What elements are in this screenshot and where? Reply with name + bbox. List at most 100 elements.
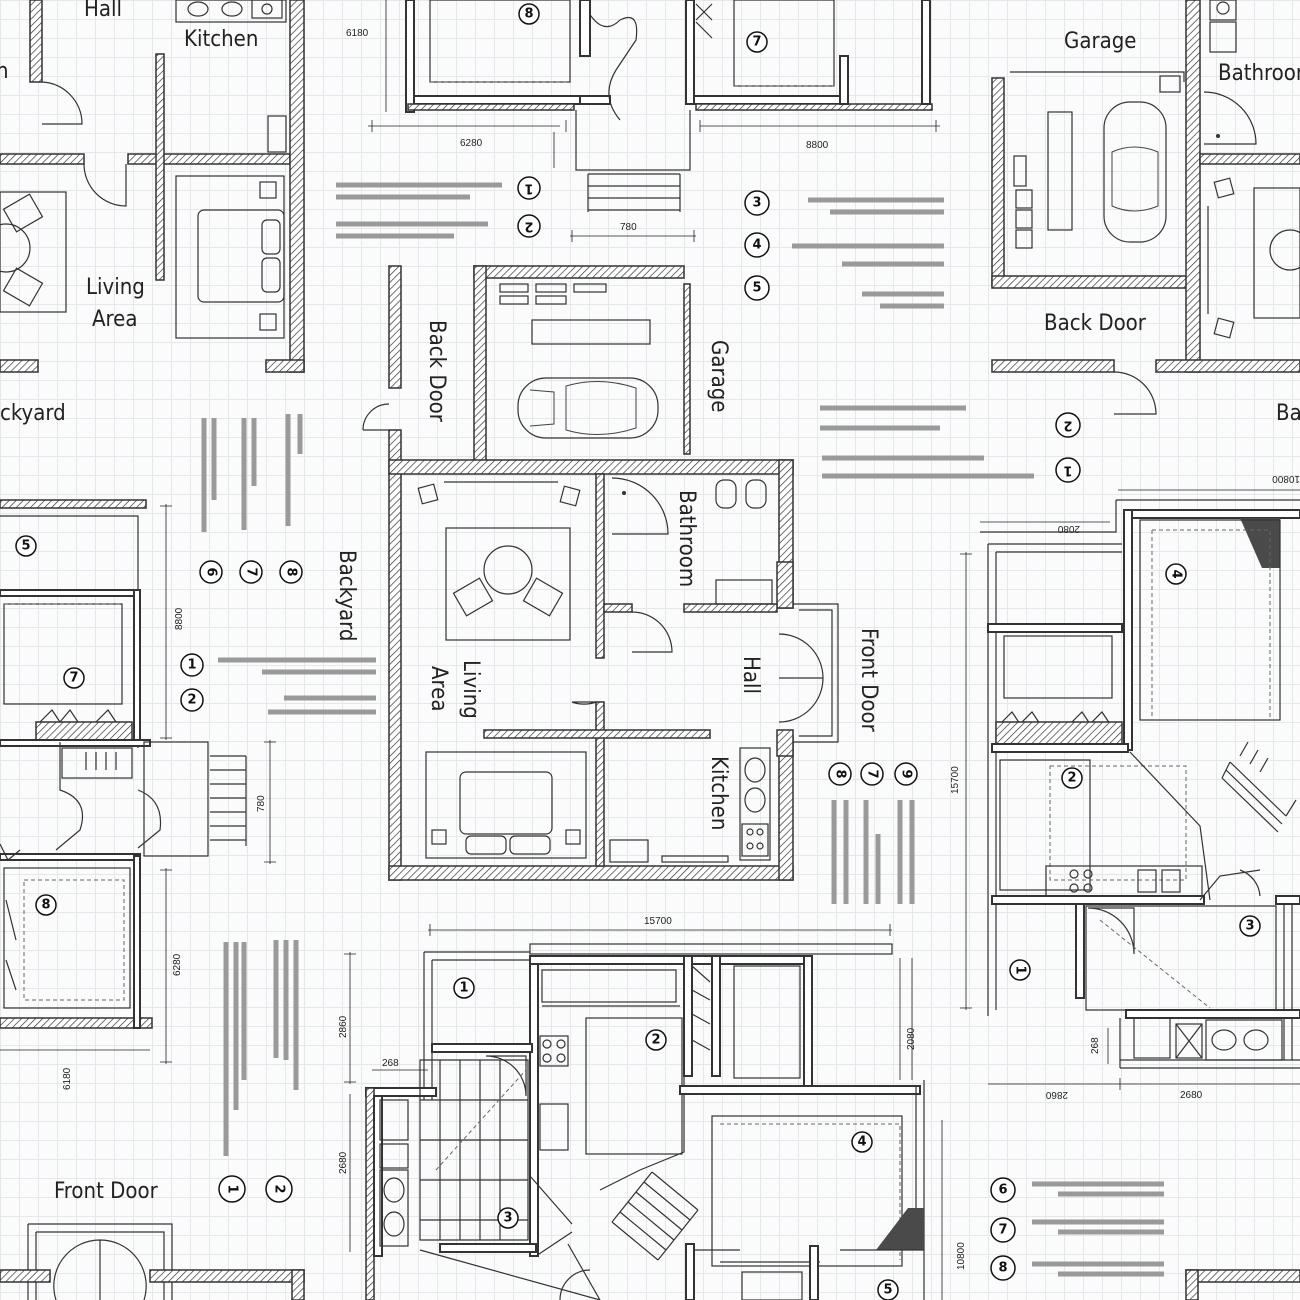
svg-text:1: 1 (459, 981, 468, 996)
svg-text:2: 2 (524, 219, 533, 234)
marker-6-leftmid: 6 (199, 560, 223, 584)
dim-6180-left: 6180 (62, 1067, 73, 1090)
svg-text:8: 8 (998, 1261, 1007, 1276)
marker-5-upper: 5 (744, 275, 770, 301)
back-door-swing (362, 403, 390, 431)
dim-6180-top: 6180 (346, 28, 369, 39)
svg-text:8: 8 (284, 567, 299, 576)
svg-text:4: 4 (1169, 569, 1184, 578)
marker-7-centerright: 7 (860, 762, 884, 786)
room-label-living-1: Living (458, 660, 483, 719)
marker-8-top: 8 (518, 3, 540, 25)
dim-6280-top: 6280 (460, 138, 483, 149)
marker-7-left: 7 (63, 667, 85, 689)
room-label-n-clipped: n (0, 59, 9, 84)
dim-2080-bottom: 2080 (906, 1027, 917, 1050)
svg-text:3: 3 (752, 196, 761, 211)
marker-4-right: 4 (1165, 563, 1187, 585)
marker-7-leftmid: 7 (239, 560, 263, 584)
marker-2-leftmid: 2 (180, 688, 204, 712)
svg-text:1: 1 (1063, 463, 1072, 478)
room-label-backyard: Backyard (334, 550, 359, 641)
marker-7-top: 7 (746, 31, 768, 53)
marker-2-right: 2 (1055, 412, 1081, 438)
marker-6-bottomright: 6 (990, 1177, 1016, 1203)
bottom-center-plan: 15700 (338, 916, 967, 1300)
room-label-ba-clipped: Ba (1276, 401, 1300, 426)
svg-text:2: 2 (1063, 418, 1072, 433)
marker-1-leftmid: 1 (180, 653, 204, 677)
svg-text:7: 7 (865, 769, 880, 778)
dim-2680-bottom: 2680 (338, 1151, 349, 1174)
svg-text:1: 1 (187, 658, 196, 673)
svg-text:2: 2 (272, 1184, 287, 1193)
marker-1-bottomleft: 1 (218, 1175, 246, 1203)
svg-text:1: 1 (225, 1184, 240, 1193)
room-label-kitchen-left: Kitchen (184, 27, 258, 52)
marker-2-bottom: 2 (645, 1029, 667, 1051)
room-label-front-door: Front Door (856, 628, 881, 733)
marker-8-centerright: 8 (828, 762, 852, 786)
room-label-garage-right: Garage (1064, 29, 1136, 54)
legend-bars (201, 182, 1164, 1277)
dim-6280-left: 6280 (172, 953, 183, 976)
svg-text:4: 4 (857, 1135, 866, 1150)
room-label-back-door: Back Door (424, 320, 449, 423)
svg-text:2: 2 (187, 693, 196, 708)
garage-car (499, 283, 659, 439)
marker-1-right: 1 (1055, 457, 1081, 483)
dim-15700-bottom: 15700 (644, 916, 672, 927)
room-label-front-door-left: Front Door (54, 1179, 159, 1204)
marker-8-leftmid: 8 (279, 560, 303, 584)
dim-10800-right: 10800 (1272, 473, 1300, 484)
front-porch (793, 603, 839, 743)
dim-268-right: 268 (1090, 1037, 1101, 1054)
marker-1-bottom: 1 (453, 977, 475, 999)
marker-5-bottom: 5 (877, 1279, 899, 1300)
bathroom-fixtures (622, 479, 773, 605)
dim-780-top: 780 (620, 222, 637, 233)
marker-5-left: 5 (15, 535, 37, 557)
dim-268-bottom: 268 (382, 1058, 399, 1069)
room-label-bathroom-right: Bathroom (1218, 61, 1300, 86)
marker-2-upper: 2 (517, 214, 541, 238)
svg-text:8: 8 (41, 898, 50, 913)
kitchen-fixtures (609, 747, 771, 863)
dim-2080-right: 2080 (1057, 523, 1080, 534)
dim-2860-bottom: 2860 (338, 1015, 349, 1038)
svg-text:7: 7 (752, 35, 761, 50)
room-label-bathroom: Bathroom (674, 490, 699, 587)
svg-text:7: 7 (998, 1223, 1007, 1238)
living-area-furniture (417, 481, 587, 859)
top-center-plan (405, 0, 933, 212)
marker-8-bottomright: 8 (990, 1255, 1016, 1281)
dim-780-left: 780 (256, 795, 267, 812)
svg-text:2: 2 (651, 1033, 660, 1048)
marker-4-upper: 4 (744, 232, 770, 258)
marker-8-left: 8 (35, 894, 57, 916)
dim-8800-top: 8800 (806, 140, 829, 151)
dim-8800-left: 8800 (174, 607, 185, 630)
svg-text:7: 7 (69, 671, 78, 686)
room-label-kitchen: Kitchen (706, 756, 731, 830)
svg-text:5: 5 (21, 539, 30, 554)
svg-text:8: 8 (833, 769, 848, 778)
garage-walls (473, 265, 691, 463)
svg-text:6: 6 (998, 1183, 1007, 1198)
marker-1-upper: 1 (517, 176, 541, 200)
svg-text:5: 5 (752, 281, 761, 296)
svg-text:5: 5 (883, 1283, 892, 1298)
marker-4-bottom: 4 (851, 1131, 873, 1153)
interior-walls (483, 473, 778, 867)
marker-1-rightmid: 1 (1009, 959, 1031, 981)
room-label-living-left-1: Living (86, 275, 145, 300)
marker-9-centerright: 9 (894, 762, 918, 786)
svg-text:1: 1 (524, 181, 533, 196)
room-number-markers: 1 2 3 4 5 8 7 2 1 5 7 8 6 7 8 1 2 8 7 9 … (15, 3, 1261, 1300)
bath-door-swing (611, 477, 669, 535)
marker-3-bottom: 3 (497, 1207, 519, 1229)
back-door-wall (388, 265, 402, 389)
central-house-plan: Garage Back Door Bathroom Living Area Ha… (334, 265, 881, 881)
svg-text:4: 4 (752, 238, 761, 253)
hall-door-swing (571, 611, 673, 705)
